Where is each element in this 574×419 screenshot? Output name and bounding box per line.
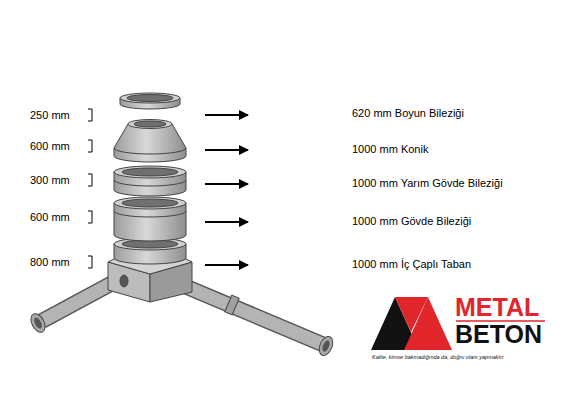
dimension-label: 300 mm xyxy=(30,174,70,186)
brackets xyxy=(88,109,92,268)
base xyxy=(108,238,192,302)
arrows xyxy=(205,115,248,265)
neck-ring xyxy=(120,93,180,109)
part-name: 620 mm Boyun Bileziği xyxy=(352,107,464,119)
dimension-label: 250 mm xyxy=(30,109,70,121)
cone xyxy=(114,120,186,162)
tagline: Kalite, kimse bakmadığında da, doğru ola… xyxy=(372,354,505,360)
part-name: 1000 mm Konik xyxy=(352,143,428,155)
body-ring xyxy=(114,197,186,241)
half-body-ring xyxy=(114,166,186,196)
part-name: 1000 mm Yarım Gövde Bileziği xyxy=(352,177,503,189)
dimension-label: 600 mm xyxy=(30,140,70,152)
part-name: 1000 mm İç Çaplı Taban xyxy=(352,258,471,270)
logo-word: METAL xyxy=(455,294,539,322)
part-name: 1000 mm Gövde Bileziği xyxy=(352,215,471,227)
dimension-label: 800 mm xyxy=(30,256,70,268)
logo-word: BETON xyxy=(455,321,542,349)
dimension-label: 600 mm xyxy=(30,211,70,223)
